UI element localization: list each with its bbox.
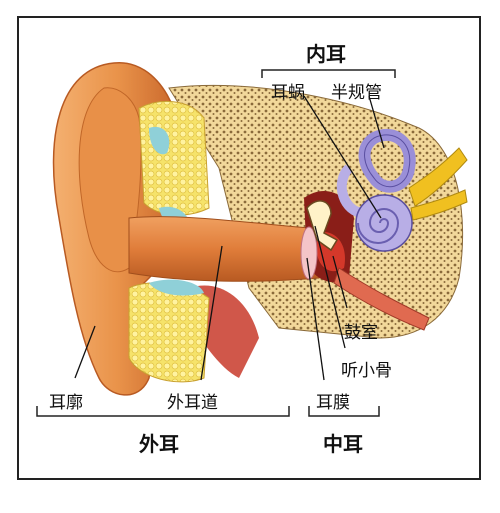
ear-canal-label: 外耳道 bbox=[167, 393, 218, 413]
fat-tissue-lower bbox=[128, 282, 210, 383]
middle-ear-bracket bbox=[308, 406, 380, 417]
ossicles-shape bbox=[306, 200, 339, 252]
fat-tissue-upper bbox=[138, 100, 210, 216]
tympanic-leader bbox=[332, 255, 348, 309]
cochlea-leader bbox=[303, 95, 382, 219]
semicircular-canal-outline bbox=[364, 134, 411, 188]
outer-ear-bracket bbox=[36, 406, 290, 417]
ossicles-label: 听小骨 bbox=[341, 361, 392, 381]
middle-ear-label: 中耳 bbox=[323, 432, 363, 456]
cochlea-label: 耳蜗 bbox=[271, 83, 305, 103]
inner-ear-label: 内耳 bbox=[306, 42, 346, 66]
auricle-leader bbox=[74, 325, 96, 379]
auricle-label: 耳廓 bbox=[49, 393, 83, 413]
ossicles-leader bbox=[314, 225, 346, 349]
eardrum-label: 耳膜 bbox=[316, 393, 350, 413]
eardrum-shape bbox=[300, 226, 318, 280]
outer-ear-label: 外耳 bbox=[139, 432, 179, 456]
ear-anatomy-illustration bbox=[36, 62, 468, 417]
ear-canal-leader bbox=[200, 245, 223, 381]
cartilage-upper bbox=[149, 126, 170, 155]
auditory-nerve bbox=[408, 147, 468, 207]
ear-canal-shape bbox=[128, 216, 320, 282]
semicircular-canals-label: 半规管 bbox=[331, 83, 382, 103]
auditory-nerve-2 bbox=[410, 189, 468, 221]
eardrum-leader bbox=[306, 257, 325, 381]
eustachian-tube bbox=[333, 267, 430, 331]
semicircular-leader bbox=[368, 95, 385, 149]
cartilage-lower bbox=[149, 279, 204, 296]
diagram-frame: 内耳 耳蜗 半规管 鼓室 听小骨 耳膜 耳廓 外耳道 外耳 中耳 bbox=[17, 16, 481, 480]
tympanic-cavity-label: 鼓室 bbox=[344, 323, 378, 343]
cochlea-shape bbox=[355, 194, 413, 252]
inner-ear-bracket bbox=[261, 69, 396, 78]
